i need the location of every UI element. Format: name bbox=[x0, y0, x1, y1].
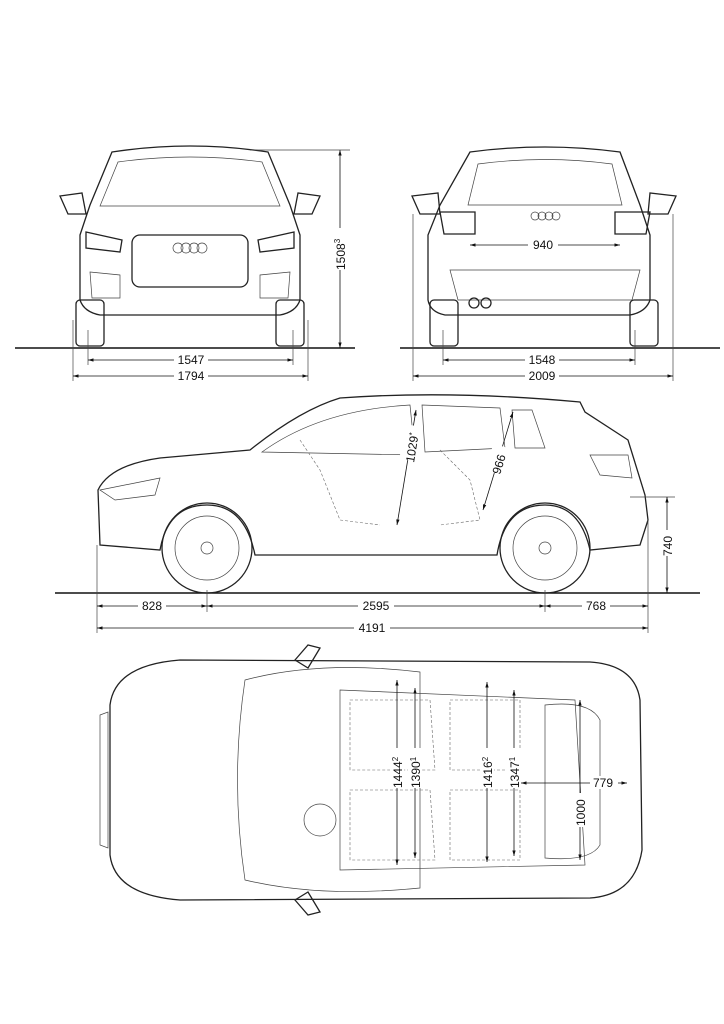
front-view: 15083 1547 1794 bbox=[15, 145, 355, 383]
rear-wheel bbox=[499, 502, 591, 594]
rear-elbow-width-label: 14162 bbox=[481, 756, 495, 788]
front-body-outline bbox=[79, 145, 301, 316]
rear-headroom-label: 966 bbox=[489, 452, 508, 476]
fog-light-housings bbox=[89, 271, 291, 299]
side-view: 1029* 966 740 828 2595 768 4191 bbox=[55, 394, 700, 635]
rear-view: 940 1548 2009 bbox=[400, 146, 720, 383]
front-headroom-label: 1029* bbox=[403, 432, 421, 464]
top-view: 14442 13901 14162 13471 779 1000 bbox=[99, 644, 643, 916]
rear-right-tire bbox=[629, 299, 659, 347]
exhaust-tip bbox=[468, 297, 480, 309]
audi-rings-front bbox=[172, 242, 208, 254]
front-shoulder-width-label: 13901 bbox=[409, 756, 423, 788]
taillights bbox=[439, 211, 651, 235]
audi-rings-rear bbox=[530, 211, 561, 221]
windshield-top bbox=[237, 667, 421, 892]
steering-wheel bbox=[303, 803, 337, 837]
tailgate-width-label: 940 bbox=[533, 238, 553, 252]
windshield bbox=[99, 156, 281, 207]
exhaust-tip bbox=[480, 297, 492, 309]
wheelbase-label: 2595 bbox=[363, 599, 390, 613]
side-mirrors bbox=[294, 644, 322, 916]
side-body-outline bbox=[97, 394, 649, 556]
luggage-length-label: 779 bbox=[593, 776, 613, 790]
loading-sill-label: 740 bbox=[661, 536, 675, 556]
rear-track-label: 1548 bbox=[529, 353, 556, 367]
front-grille-top bbox=[99, 711, 109, 849]
rear-body-outline bbox=[427, 146, 651, 316]
seat-outlines bbox=[349, 699, 521, 861]
front-wheel bbox=[161, 502, 253, 594]
roof-cabin-outline bbox=[339, 689, 586, 871]
luggage-width-label: 1000 bbox=[574, 799, 588, 826]
length-label: 4191 bbox=[359, 621, 386, 635]
front-elbow-width-label: 14442 bbox=[391, 756, 405, 788]
rear-left-tire bbox=[429, 299, 459, 347]
rear-overhang-label: 768 bbox=[586, 599, 606, 613]
width-label: 1794 bbox=[178, 369, 205, 383]
rear-window bbox=[467, 159, 623, 206]
taillight bbox=[589, 454, 633, 479]
top-body-outline bbox=[109, 659, 643, 901]
seat-outlines bbox=[299, 439, 481, 526]
width-with-mirrors-label: 2009 bbox=[529, 369, 556, 383]
height-label: 15083 bbox=[333, 238, 348, 270]
side-mirrors bbox=[59, 192, 321, 215]
front-track-label: 1547 bbox=[178, 353, 205, 367]
front-left-tire bbox=[75, 299, 105, 347]
headlight bbox=[99, 477, 161, 501]
rear-shoulder-width-label: 13471 bbox=[508, 756, 522, 788]
headlights bbox=[85, 231, 295, 253]
front-overhang-label: 828 bbox=[142, 599, 162, 613]
rear-diffuser bbox=[449, 269, 641, 301]
front-grille bbox=[131, 234, 249, 288]
front-right-tire bbox=[275, 299, 305, 347]
